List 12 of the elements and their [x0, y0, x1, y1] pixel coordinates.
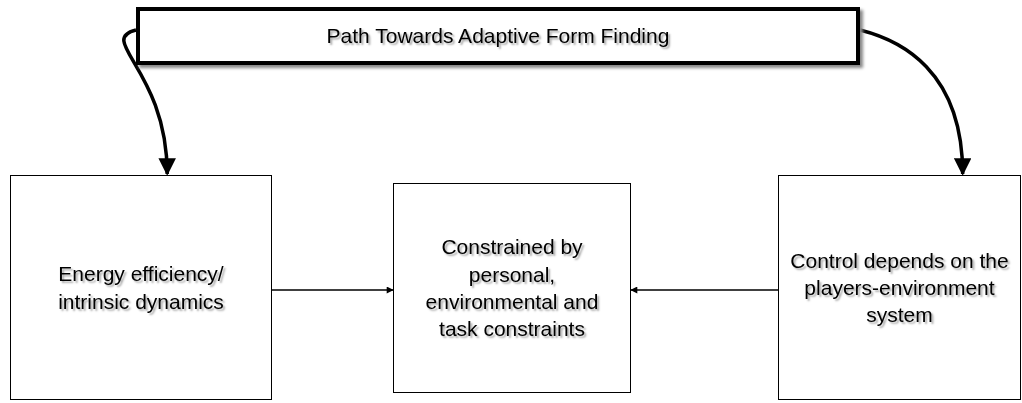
box-text: Constrained by personal, environmental and task constraints	[424, 234, 600, 343]
box-text: Energy efficiency/ intrinsic dynamics	[57, 261, 225, 315]
arrow	[859, 28, 971, 176]
text-box	[778, 175, 1021, 400]
text-box	[10, 175, 272, 400]
box-text: Path Towards Adaptive Form Finding	[326, 23, 670, 50]
box-text: Control depends on the players-environment system	[789, 247, 1010, 329]
title-box	[136, 7, 860, 65]
arrow	[122, 28, 176, 176]
arrow	[271, 286, 394, 294]
text-box	[393, 183, 631, 393]
arrow	[630, 286, 779, 294]
